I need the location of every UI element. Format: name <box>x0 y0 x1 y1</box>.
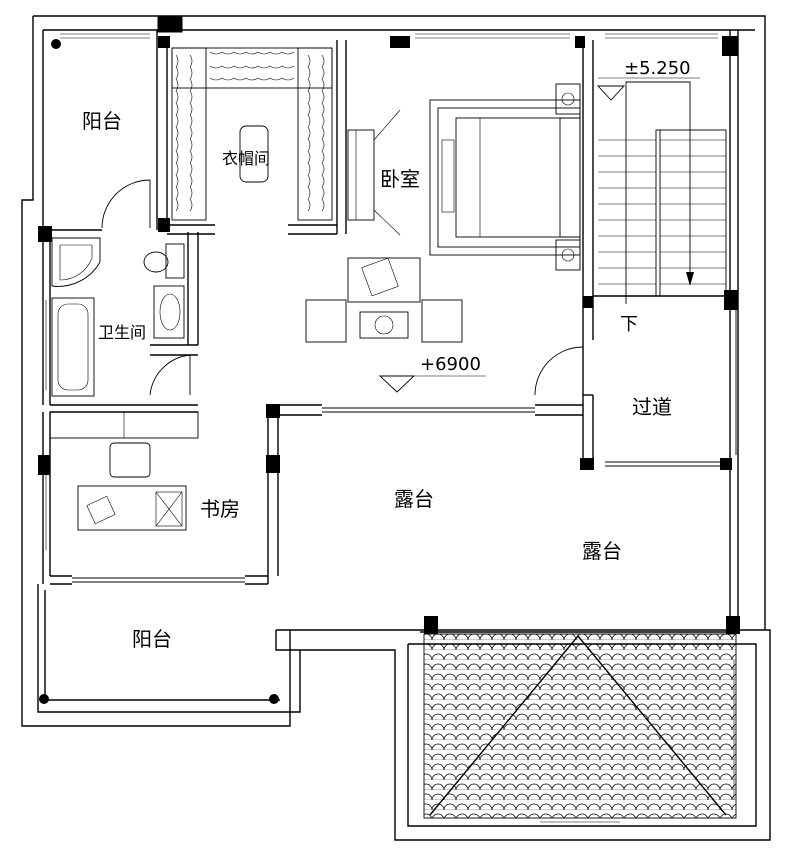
room-label-study: 书房 <box>200 497 240 521</box>
columns <box>38 15 740 704</box>
room-label-cloakroom: 衣帽间 <box>222 149 270 168</box>
study-furniture <box>77 442 187 531</box>
room-label-balcony-top: 阳台 <box>82 109 122 133</box>
room-label-corridor: 过道 <box>632 395 672 419</box>
room-label-terrace-center: 露台 <box>394 487 434 511</box>
room-label-bathroom: 卫生间 <box>98 323 146 342</box>
bathroom-fixtures <box>51 237 185 397</box>
staircase <box>596 77 727 304</box>
bedroom-furniture <box>305 83 581 343</box>
doors <box>101 179 584 396</box>
stair-direction-label: 下 <box>620 314 638 335</box>
room-label-terrace-right: 露台 <box>582 539 622 563</box>
roof-tiles <box>423 633 737 823</box>
cloakroom-wardrobe <box>171 47 333 221</box>
floor-elevation-marker <box>378 375 486 393</box>
room-label-bedroom: 卧室 <box>380 167 420 191</box>
floor-elevation-label: +6900 <box>420 354 481 375</box>
stair-elevation-label: ±5.250 <box>624 58 691 79</box>
room-label-balcony-bottom: 阳台 <box>132 627 172 651</box>
